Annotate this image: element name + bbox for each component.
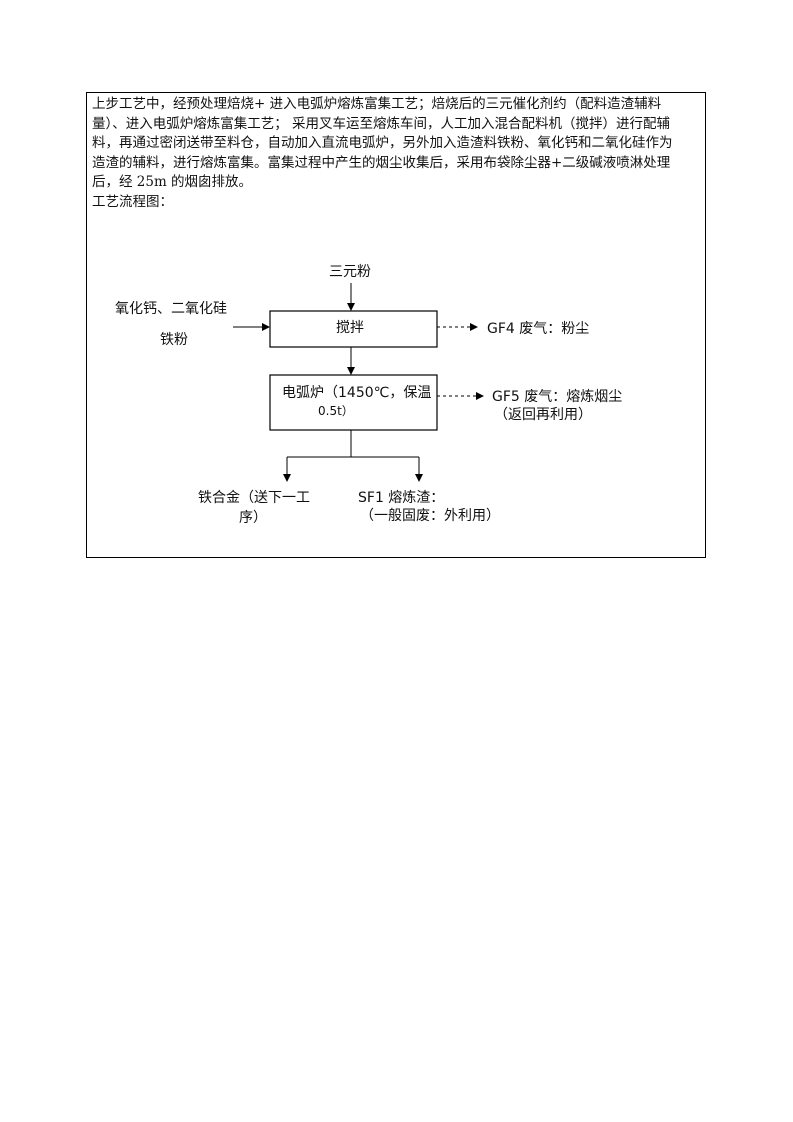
- paragraph-line: 量）、进入电弧炉熔炼富集工艺； 采用叉车运至熔炼车间，人工加入混合配料机（搅拌）…: [92, 115, 671, 132]
- product-slag-line1: SF1 熔炼渣：: [358, 490, 445, 506]
- output-gf5-note: （返回再利用）: [494, 407, 592, 423]
- step-mixing: 搅拌: [336, 320, 364, 336]
- input-iron-powder: 铁粉: [160, 332, 188, 348]
- output-gf4: GF4 废气：粉尘: [487, 321, 590, 337]
- step-furnace-line1: 电弧炉（1450℃，保温: [282, 385, 432, 401]
- paragraph-line: 上步工艺中，经预处理焙烧+ 进入电弧炉熔炼富集工艺；焙烧后的三元催化剂约（配料造…: [92, 96, 662, 112]
- output-gf5: GF5 废气：熔炼烟尘: [492, 389, 623, 405]
- table-cell-border: [86, 92, 706, 558]
- flow-heading: 工艺流程图：: [92, 193, 173, 210]
- paragraph-line: 造渣的辅料，进行熔炼富集。富集过程中产生的烟尘收集后，采用布袋除尘器+二级碱液喷…: [92, 154, 671, 171]
- paragraph-line: 后，经 25m 的烟囱排放。: [92, 174, 253, 191]
- step-furnace-line2: 0.5t）: [318, 404, 354, 418]
- process-description: 上步工艺中，经预处理焙烧+ 进入电弧炉熔炼富集工艺；焙烧后的三元催化剂约（配料造…: [92, 95, 704, 213]
- furnace-box: [269, 374, 438, 431]
- product-slag-line2: （一般固废：外利用）: [360, 508, 500, 524]
- input-ternary-powder: 三元粉: [329, 264, 371, 280]
- input-oxides: 氧化钙、二氧化硅: [115, 301, 227, 317]
- product-ferroalloy-line2: 序）: [239, 510, 267, 526]
- product-ferroalloy-line1: 铁合金（送下一工: [198, 490, 310, 506]
- paragraph-line: 料，再通过密闭送带至料仓，自动加入直流电弧炉，另外加入造渣料铁粉、氧化钙和二氧化…: [92, 135, 673, 152]
- mixing-box: [269, 310, 438, 348]
